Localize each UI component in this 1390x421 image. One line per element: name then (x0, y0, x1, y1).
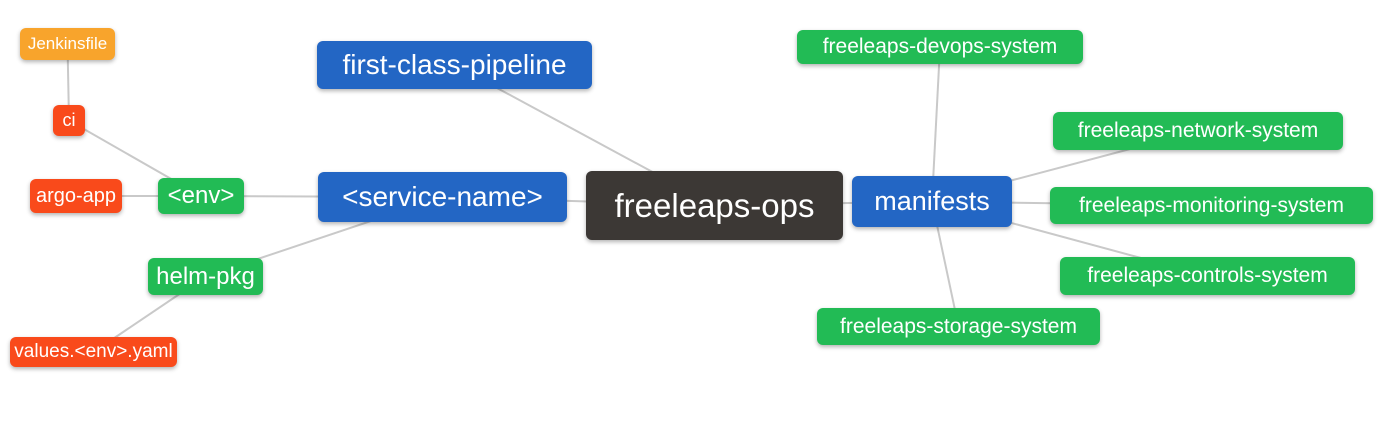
node-ci[interactable]: ci (53, 105, 85, 136)
node-jenkinsfile[interactable]: Jenkinsfile (20, 28, 115, 60)
edge-manifests-devops (931, 46, 941, 202)
node-argo-app[interactable]: argo-app (30, 179, 122, 213)
node-helm-pkg[interactable]: helm-pkg (148, 258, 263, 295)
node-freeleaps-network-system[interactable]: freeleaps-network-system (1053, 112, 1343, 150)
node-freeleaps-controls-system[interactable]: freeleaps-controls-system (1060, 257, 1355, 295)
node-manifests[interactable]: manifests (852, 176, 1012, 227)
node-freeleaps-monitoring-system[interactable]: freeleaps-monitoring-system (1050, 187, 1373, 224)
node-first-class-pipeline[interactable]: first-class-pipeline (317, 41, 592, 89)
node-freeleaps-devops-system[interactable]: freeleaps-devops-system (797, 30, 1083, 64)
node-env[interactable]: <env> (158, 178, 244, 214)
node-freeleaps-storage-system[interactable]: freeleaps-storage-system (817, 308, 1100, 345)
node-service-name[interactable]: <service-name> (318, 172, 567, 222)
node-values-env-yaml[interactable]: values.<env>.yaml (10, 337, 177, 367)
node-freeleaps-ops[interactable]: freeleaps-ops (586, 171, 843, 240)
